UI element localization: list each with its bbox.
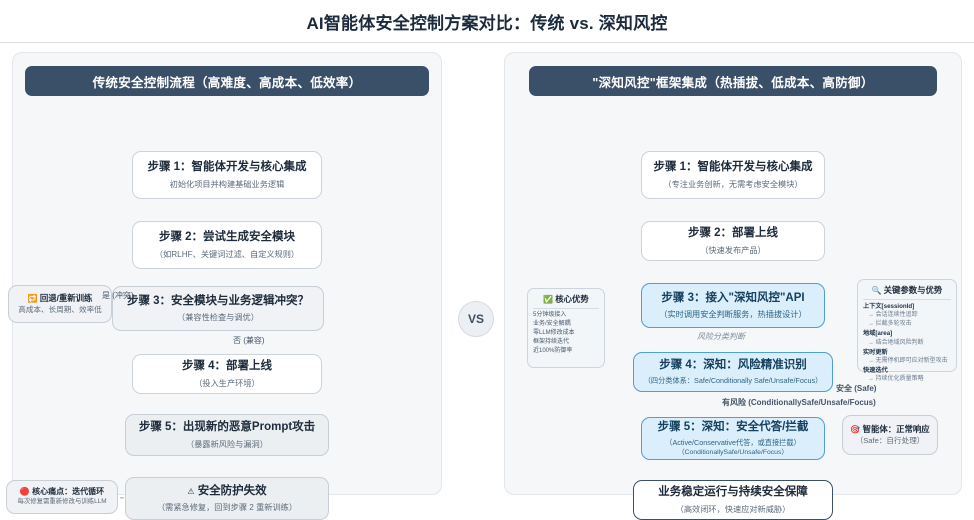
left-step-1-node[interactable]: 步骤 1：智能体开发与核心集成 初始化项目并构建基础业务逻辑 — [132, 151, 322, 199]
right-outcome-node[interactable]: 业务稳定运行与持续安全保障 （高效闭环，快速应对新威胁） — [633, 480, 833, 520]
left-step-3-sub: （兼容性检查与调优） — [177, 313, 259, 323]
refresh-icon: 🔁 — [27, 293, 38, 303]
right-step-3-title: 步骤 3：接入"深知风控"API — [661, 291, 805, 304]
warning-icon: ⚠ — [187, 486, 195, 496]
right-edge-label-risky: 有风险 (ConditionallySafe/Unsafe/Focus) — [722, 398, 876, 407]
right-agent-title: 🎯 智能体：正常响应 — [850, 424, 929, 436]
left-failure-node[interactable]: ⚠ 安全防护失效 （需紧急修复，回到步骤 2 重新训练） — [125, 477, 329, 520]
left-step-2-node[interactable]: 步骤 2：尝试生成安全模块 （如RLHF、关键词过滤、自定义规则） — [132, 221, 322, 269]
diagram-stage: 传统安全控制流程（高难度、高成本、低效率） 步骤 1：智能体开发与核心集成 初始… — [0, 43, 974, 520]
left-painpoint-sub: 每次修复需重新修改与训练LLM — [17, 498, 107, 506]
advantage-card: ✅ 核心优势 5分钟级接入 业务/安全解耦 零LLM修改成本 框架持续迭代 近1… — [527, 288, 605, 368]
list-item: 近100%防御率 — [533, 348, 573, 354]
right-agent-sub: （Safe：自行处理） — [855, 435, 925, 445]
vs-badge: VS — [458, 301, 494, 337]
list-item: 实时更新 — [863, 348, 888, 356]
list-item: 地域[area] — [863, 330, 893, 338]
list-item: 上下文[sessionId] — [863, 303, 915, 310]
list-item: → 拦截多轮攻击 — [868, 321, 912, 328]
title-divider — [0, 42, 974, 43]
right-step-1-sub: （专注业务创新，无需考虑安全模块） — [663, 179, 803, 189]
left-step-1-title: 步骤 1：智能体开发与核心集成 — [147, 161, 307, 173]
check-icon: ✅ — [543, 294, 554, 304]
right-step-2-sub: （快速发布产品） — [700, 245, 766, 255]
list-item: 5分钟级接入 — [533, 312, 567, 318]
advantage-card-title: ✅ 核心优势 — [533, 293, 599, 307]
advantage-card-divider — [533, 308, 599, 309]
right-step-5-title: 步骤 5：深知：安全代答/拦截 — [657, 420, 809, 433]
list-item: → 会话连续性追踪 — [868, 312, 918, 319]
right-step-5-sub2: （ConditionallySafe/Unsafe/Focus） — [677, 449, 789, 457]
left-step-3-decision-node[interactable]: 步骤 3：安全模块与业务逻辑冲突？ （兼容性检查与调优） — [112, 286, 324, 331]
right-agent-title-text: 智能体：正常响应 — [862, 423, 930, 434]
right-step-1-title: 步骤 1：智能体开发与核心集成 — [653, 161, 813, 173]
right-step-4-title: 步骤 4：深知：风险精准识别 — [659, 358, 807, 371]
right-outcome-title: 业务稳定运行与持续安全保障 — [658, 486, 808, 498]
left-edge-label-yes: 是 (冲突) — [102, 291, 134, 300]
left-failure-title-text: 安全防护失效 — [197, 484, 267, 497]
left-retrain-loop-title-text: 回退/重新训练 — [39, 292, 93, 303]
left-step-2-sub: （如RLHF、关键词过滤、自定义规则） — [154, 249, 300, 259]
left-step-5-node[interactable]: 步骤 5：出现新的恶意Prompt攻击 （暴露新风险与漏洞） — [125, 414, 329, 456]
panel-traditional: 传统安全控制流程（高难度、高成本、低效率） — [12, 52, 442, 495]
right-outcome-sub: （高效闭环，快速应对新威胁） — [675, 504, 791, 514]
left-step-1-sub: 初始化项目并构建基础业务逻辑 — [169, 179, 285, 189]
left-painpoint-title: 🔴 核心痛点：迭代循环 — [20, 487, 104, 498]
left-step-5-sub: （暴露新风险与漏洞） — [186, 439, 268, 449]
left-failure-sub: （需紧急修复，回到步骤 2 重新训练） — [156, 503, 298, 513]
list-item: 快速迭代 — [863, 366, 888, 374]
right-step-2-title: 步骤 2：部署上线 — [687, 227, 779, 239]
params-card-list: 上下文[sessionId] → 会话连续性追踪 → 拦截多轮攻击 地域[are… — [863, 302, 951, 384]
right-step-5-sub: （Active/Conservative代答，或直接拦截） — [665, 438, 801, 448]
alert-dot-icon: 🔴 — [19, 487, 30, 497]
list-item: → 无需停机即可应对新型攻击 — [868, 357, 948, 364]
params-card: 🔍 关键参数与优势 上下文[sessionId] → 会话连续性追踪 → 拦截多… — [857, 279, 957, 382]
right-agent-node[interactable]: 🎯 智能体：正常响应 （Safe：自行处理） — [842, 415, 938, 455]
left-step-5-title: 步骤 5：出现新的恶意Prompt攻击 — [138, 421, 316, 433]
params-card-title-text: 关键参数与优势 — [883, 285, 943, 295]
left-retrain-loop-title: 🔁 回退/重新训练 — [28, 293, 93, 305]
left-painpoint-title-text: 核心痛点：迭代循环 — [32, 487, 105, 497]
left-retrain-loop-sub: 高成本、长周期、效率低 — [18, 304, 102, 314]
right-step-4-node[interactable]: 步骤 4：深知：风险精准识别 （四分类体系：Safe/Conditionally… — [633, 352, 833, 392]
advantage-card-list: 5分钟级接入 业务/安全解耦 零LLM修改成本 框架持续迭代 近100%防御率 — [533, 311, 599, 356]
left-retrain-loop-node[interactable]: 🔁 回退/重新训练 高成本、长周期、效率低 — [8, 285, 112, 323]
left-painpoint-node[interactable]: 🔴 核心痛点：迭代循环 每次修复需重新修改与训练LLM — [6, 480, 118, 514]
left-failure-title: ⚠ 安全防护失效 — [187, 484, 266, 500]
right-step-2-node[interactable]: 步骤 2：部署上线 （快速发布产品） — [641, 221, 825, 261]
list-item: → 结合地域风险判断 — [868, 339, 924, 346]
right-edge-label-safe: 安全 (Safe) — [836, 384, 877, 393]
panel-shenzhi-header: "深知风控"框架集成（热插拔、低成本、高防御） — [529, 66, 937, 96]
params-card-divider — [863, 299, 951, 300]
right-step-5-node[interactable]: 步骤 5：深知：安全代答/拦截 （Active/Conservative代答，或… — [641, 417, 825, 460]
left-step-4-sub: （投入生产环境） — [194, 378, 260, 388]
list-item: 零LLM修改成本 — [533, 330, 575, 336]
right-step-4-sub: （四分类体系：Safe/Conditionally Safe/Unsafe/Fo… — [643, 376, 823, 386]
page-title: AI智能体安全控制方案对比：传统 vs. 深知风控 — [0, 0, 974, 43]
agent-dot-icon: 🎯 — [850, 424, 861, 434]
left-step-4-node[interactable]: 步骤 4：部署上线 （投入生产环境） — [132, 354, 322, 394]
list-item: → 持续优化质量策略 — [868, 376, 924, 383]
params-card-title: 🔍 关键参数与优势 — [863, 284, 951, 298]
search-icon: 🔍 — [871, 285, 882, 295]
left-step-2-title: 步骤 2：尝试生成安全模块 — [158, 231, 296, 243]
page-title-text: AI智能体安全控制方案对比：传统 vs. 深知风控 — [306, 14, 668, 33]
panel-traditional-header: 传统安全控制流程（高难度、高成本、低效率） — [25, 66, 429, 96]
advantage-card-title-text: 核心优势 — [555, 294, 589, 304]
right-edge-label-classify: 风险分类判断 — [697, 332, 745, 341]
left-edge-label-no: 否 (兼容) — [233, 336, 265, 345]
list-item: 业务/安全解耦 — [533, 321, 571, 327]
list-item: 框架持续迭代 — [533, 339, 570, 345]
left-step-3-title: 步骤 3：安全模块与业务逻辑冲突？ — [126, 294, 310, 307]
right-step-3-sub: （实时调用安全判断服务，热插拔设计） — [659, 310, 807, 320]
left-step-4-title: 步骤 4：部署上线 — [181, 360, 273, 372]
right-step-3-node[interactable]: 步骤 3：接入"深知风控"API （实时调用安全判断服务，热插拔设计） — [641, 283, 825, 328]
right-step-1-node[interactable]: 步骤 1：智能体开发与核心集成 （专注业务创新，无需考虑安全模块） — [641, 151, 825, 199]
